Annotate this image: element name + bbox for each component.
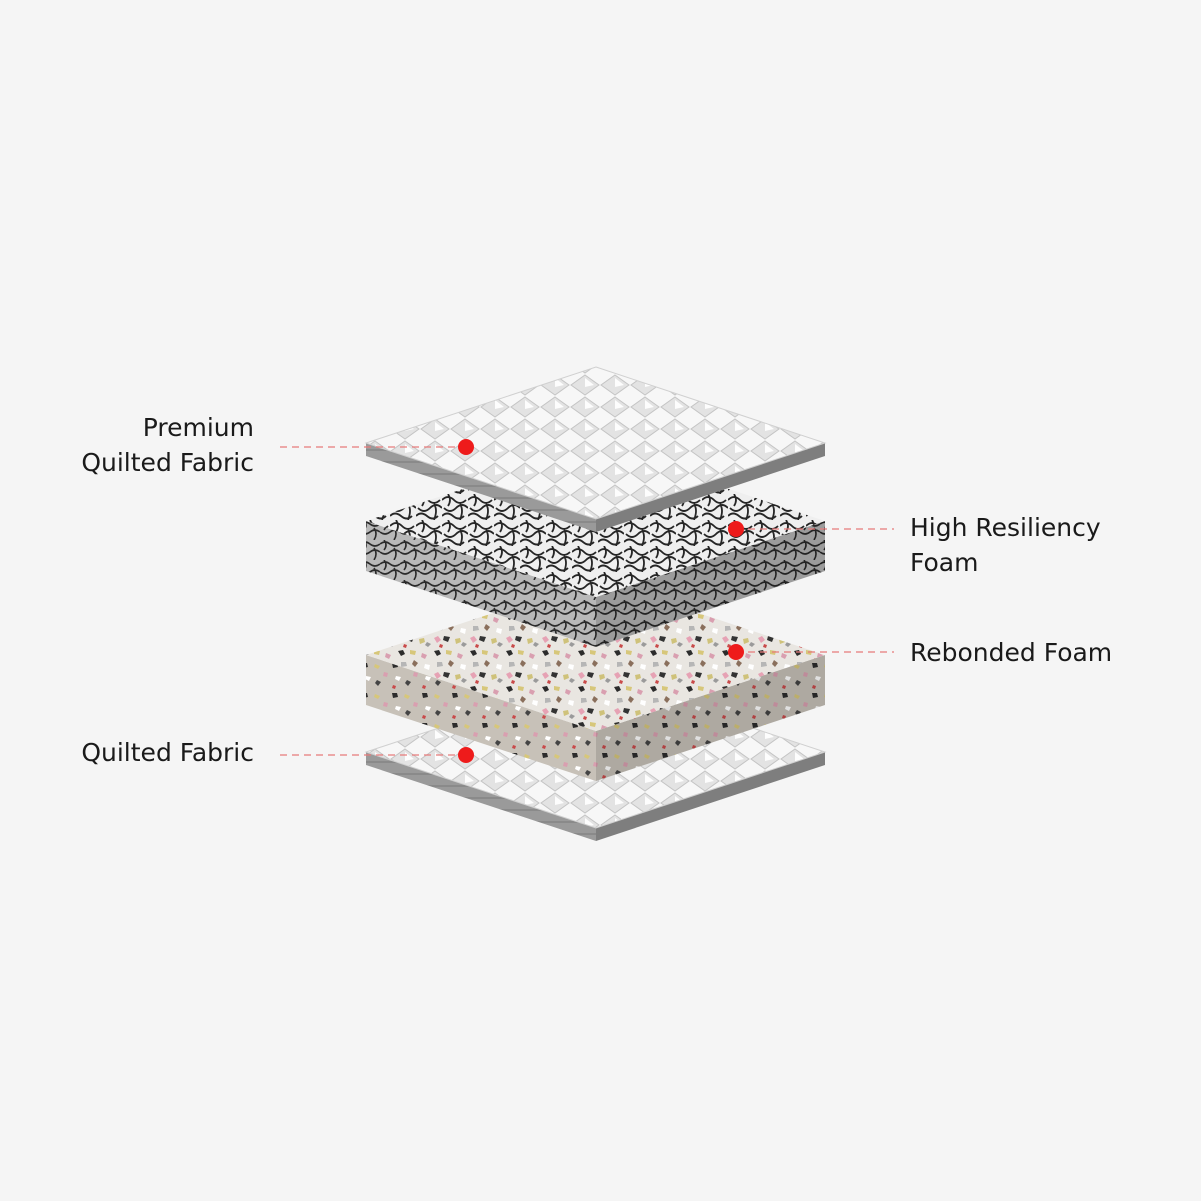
label-high-resiliency-foam: High Resiliency Foam [910,510,1101,580]
label-line: Foam [910,548,979,577]
marker-dot-rebonded-foam [728,644,744,660]
label-line: Quilted Fabric [81,738,254,767]
label-line: High Resiliency [910,513,1101,542]
premium-quilted-fabric-layer [364,366,827,532]
rebonded-foam-layer [366,579,825,781]
label-quilted-fabric: Quilted Fabric [81,735,254,770]
marker-dot-premium-quilted-fabric [458,439,474,455]
label-rebonded-foam: Rebonded Foam [910,635,1112,670]
marker-dot-quilted-fabric [458,747,474,763]
label-premium-quilted-fabric: Premium Quilted Fabric [81,410,254,480]
label-line: Rebonded Foam [910,638,1113,667]
marker-dot-high-resiliency-foam [728,521,744,537]
label-line: Premium [142,413,254,442]
label-line: Quilted Fabric [81,448,254,477]
